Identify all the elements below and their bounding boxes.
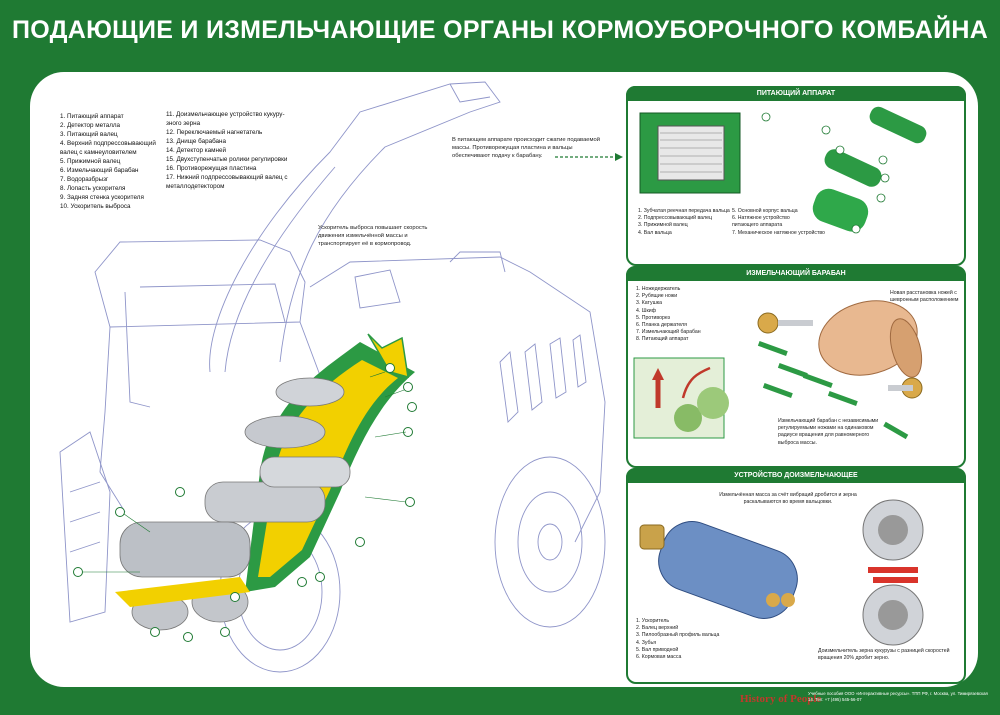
footer-text: Учебные пособия ООО «Интерактивные ресур…: [808, 691, 988, 702]
legend-item: 4. Вал вальца: [638, 229, 672, 236]
legend-item: 7. Измельчающий барабан: [636, 329, 701, 336]
legend-item: 1. Питающий аппарат: [60, 113, 124, 120]
cracker-note-top: Измельчённая масса за счёт вибраций дроб…: [719, 492, 857, 506]
accelerator-note: Ускоритель выброса повышает скорость дви…: [318, 225, 428, 247]
legend-item: 1. Ускоритель: [636, 618, 670, 624]
footer: History of People Учебные пособия ООО «И…: [740, 688, 990, 712]
legend-item: 15. Двухступенчатые ролики регулировки: [166, 156, 288, 163]
legend-item: 12. Переключаемый нагнетатель: [166, 129, 263, 136]
legend-item: 2. Рубящие ножи: [636, 293, 678, 300]
drum-note-bottom: Измельчающий барабан с независимыми регу…: [778, 418, 879, 446]
legend-item: 14. Детектор камней: [166, 147, 226, 154]
legend-item: 6. Кормовая масса: [636, 654, 682, 661]
feeder-legend-b: 5. Основной корпус вальца 6. Натяжное ус…: [732, 208, 825, 237]
inset-drum: ИЗМЕЛЬЧАЮЩИЙ БАРАБАН 1. Ножедержатель: [626, 266, 966, 468]
legend-item: 3. Питающий валец: [60, 131, 118, 138]
drum-legend: 1. Ножедержатель 2. Рубящие ножи 3. Кату…: [636, 286, 701, 344]
legend-item: 4. Верхний подпрессовывающий: [60, 140, 156, 147]
legend-item: 8. Питающий аппарат: [636, 336, 689, 343]
main-legend-col2: 11. Доизмельчающее устройство кукуру- зн…: [166, 110, 288, 191]
legend-item: 4. Шкиф: [636, 307, 656, 314]
feeder-legend-a: 1. Зубчатая реечная передача вальца 2. П…: [638, 208, 730, 237]
legend-item: 4. Зубья: [636, 639, 657, 646]
inset-feeder-header: ПИТАЮЩИЙ АППАРАТ: [626, 86, 966, 101]
legend-item: 7. Водоразбрызг: [60, 176, 109, 183]
feeder-note: В питающем аппарате происходит сжатие по…: [452, 137, 600, 159]
drum-note-top: Новая расстановка ножей с шевронным расп…: [890, 290, 959, 304]
legend-item: 6. Измельчающий барабан: [60, 167, 139, 174]
legend-item: 6. Натяжное устройство: [732, 215, 790, 222]
legend-item: 5. Противорез: [636, 314, 671, 321]
legend-item: 3. Катушка: [636, 300, 663, 307]
legend-item: 13. Днище барабана: [166, 138, 227, 145]
legend-item: 11. Доизмельчающее устройство кукуру-: [166, 111, 285, 118]
cracker-note-bottom: Доизмельчитель зерна кукурузы с разницей…: [818, 648, 950, 662]
legend-item: питающего аппарата: [732, 222, 783, 229]
brand-logo: History of People: [740, 693, 822, 705]
inset-cracker: УСТРОЙСТВО ДОИЗМЕЛЬЧАЮЩЕЕ Измельчённая м…: [626, 468, 966, 684]
feeder-drawing: [639, 106, 927, 234]
poster-title: ПОДАЮЩИЕ И ИЗМЕЛЬЧАЮЩИЕ ОРГАНЫ КОРМОУБОР…: [11, 16, 989, 44]
combine-illustration: [59, 81, 623, 673]
legend-item: 5. Прижимной валец: [60, 158, 121, 165]
legend-item: 5. Вал приводной: [636, 646, 679, 653]
legend-item: металлодетектором: [166, 183, 225, 190]
legend-item: 3. Пилообразный профиль вальца: [636, 632, 720, 639]
legend-item: 2. Детектор металла: [60, 122, 121, 129]
inset-feeder: ПИТАЮЩИЙ АППАРАТ 1. Зубчатая реечная пер…: [626, 86, 966, 266]
drum-drawing: [633, 300, 923, 440]
legend-item: 1. Ножедержатель: [636, 286, 681, 292]
cracker-drawing: [639, 499, 924, 646]
cracker-legend: 1. Ускоритель 2. Валец верхний 3. Пилооб…: [636, 618, 719, 661]
legend-item: 16. Противорежущая пластина: [166, 165, 257, 172]
legend-item: 5. Основной корпус вальца: [732, 208, 798, 214]
legend-item: 6. Планка держателя: [636, 322, 687, 329]
legend-item: валец с камнеуловителем: [60, 149, 137, 156]
inset-cracker-header: УСТРОЙСТВО ДОИЗМЕЛЬЧАЮЩЕЕ: [626, 468, 966, 483]
legend-item: 10. Ускоритель выброса: [60, 203, 131, 210]
legend-item: 2. Подпрессовывающий валец: [638, 215, 712, 222]
legend-item: 8. Лопасть ускорителя: [60, 185, 126, 192]
legend-item: зного зерна: [166, 120, 201, 127]
main-legend-col1: 1. Питающий аппарат 2. Детектор металла …: [60, 112, 156, 211]
inset-drum-header: ИЗМЕЛЬЧАЮЩИЙ БАРАБАН: [626, 266, 966, 281]
legend-item: 7. Механическое натяжное устройство: [732, 229, 825, 236]
legend-item: 9. Задняя стенка ускорителя: [60, 194, 144, 201]
legend-item: 3. Прижимной валец: [638, 222, 688, 229]
legend-item: 17. Нижний подпрессовывающий валец с: [166, 174, 288, 181]
legend-item: 1. Зубчатая реечная передача вальца: [638, 208, 730, 214]
legend-item: 2. Валец верхний: [636, 625, 679, 632]
